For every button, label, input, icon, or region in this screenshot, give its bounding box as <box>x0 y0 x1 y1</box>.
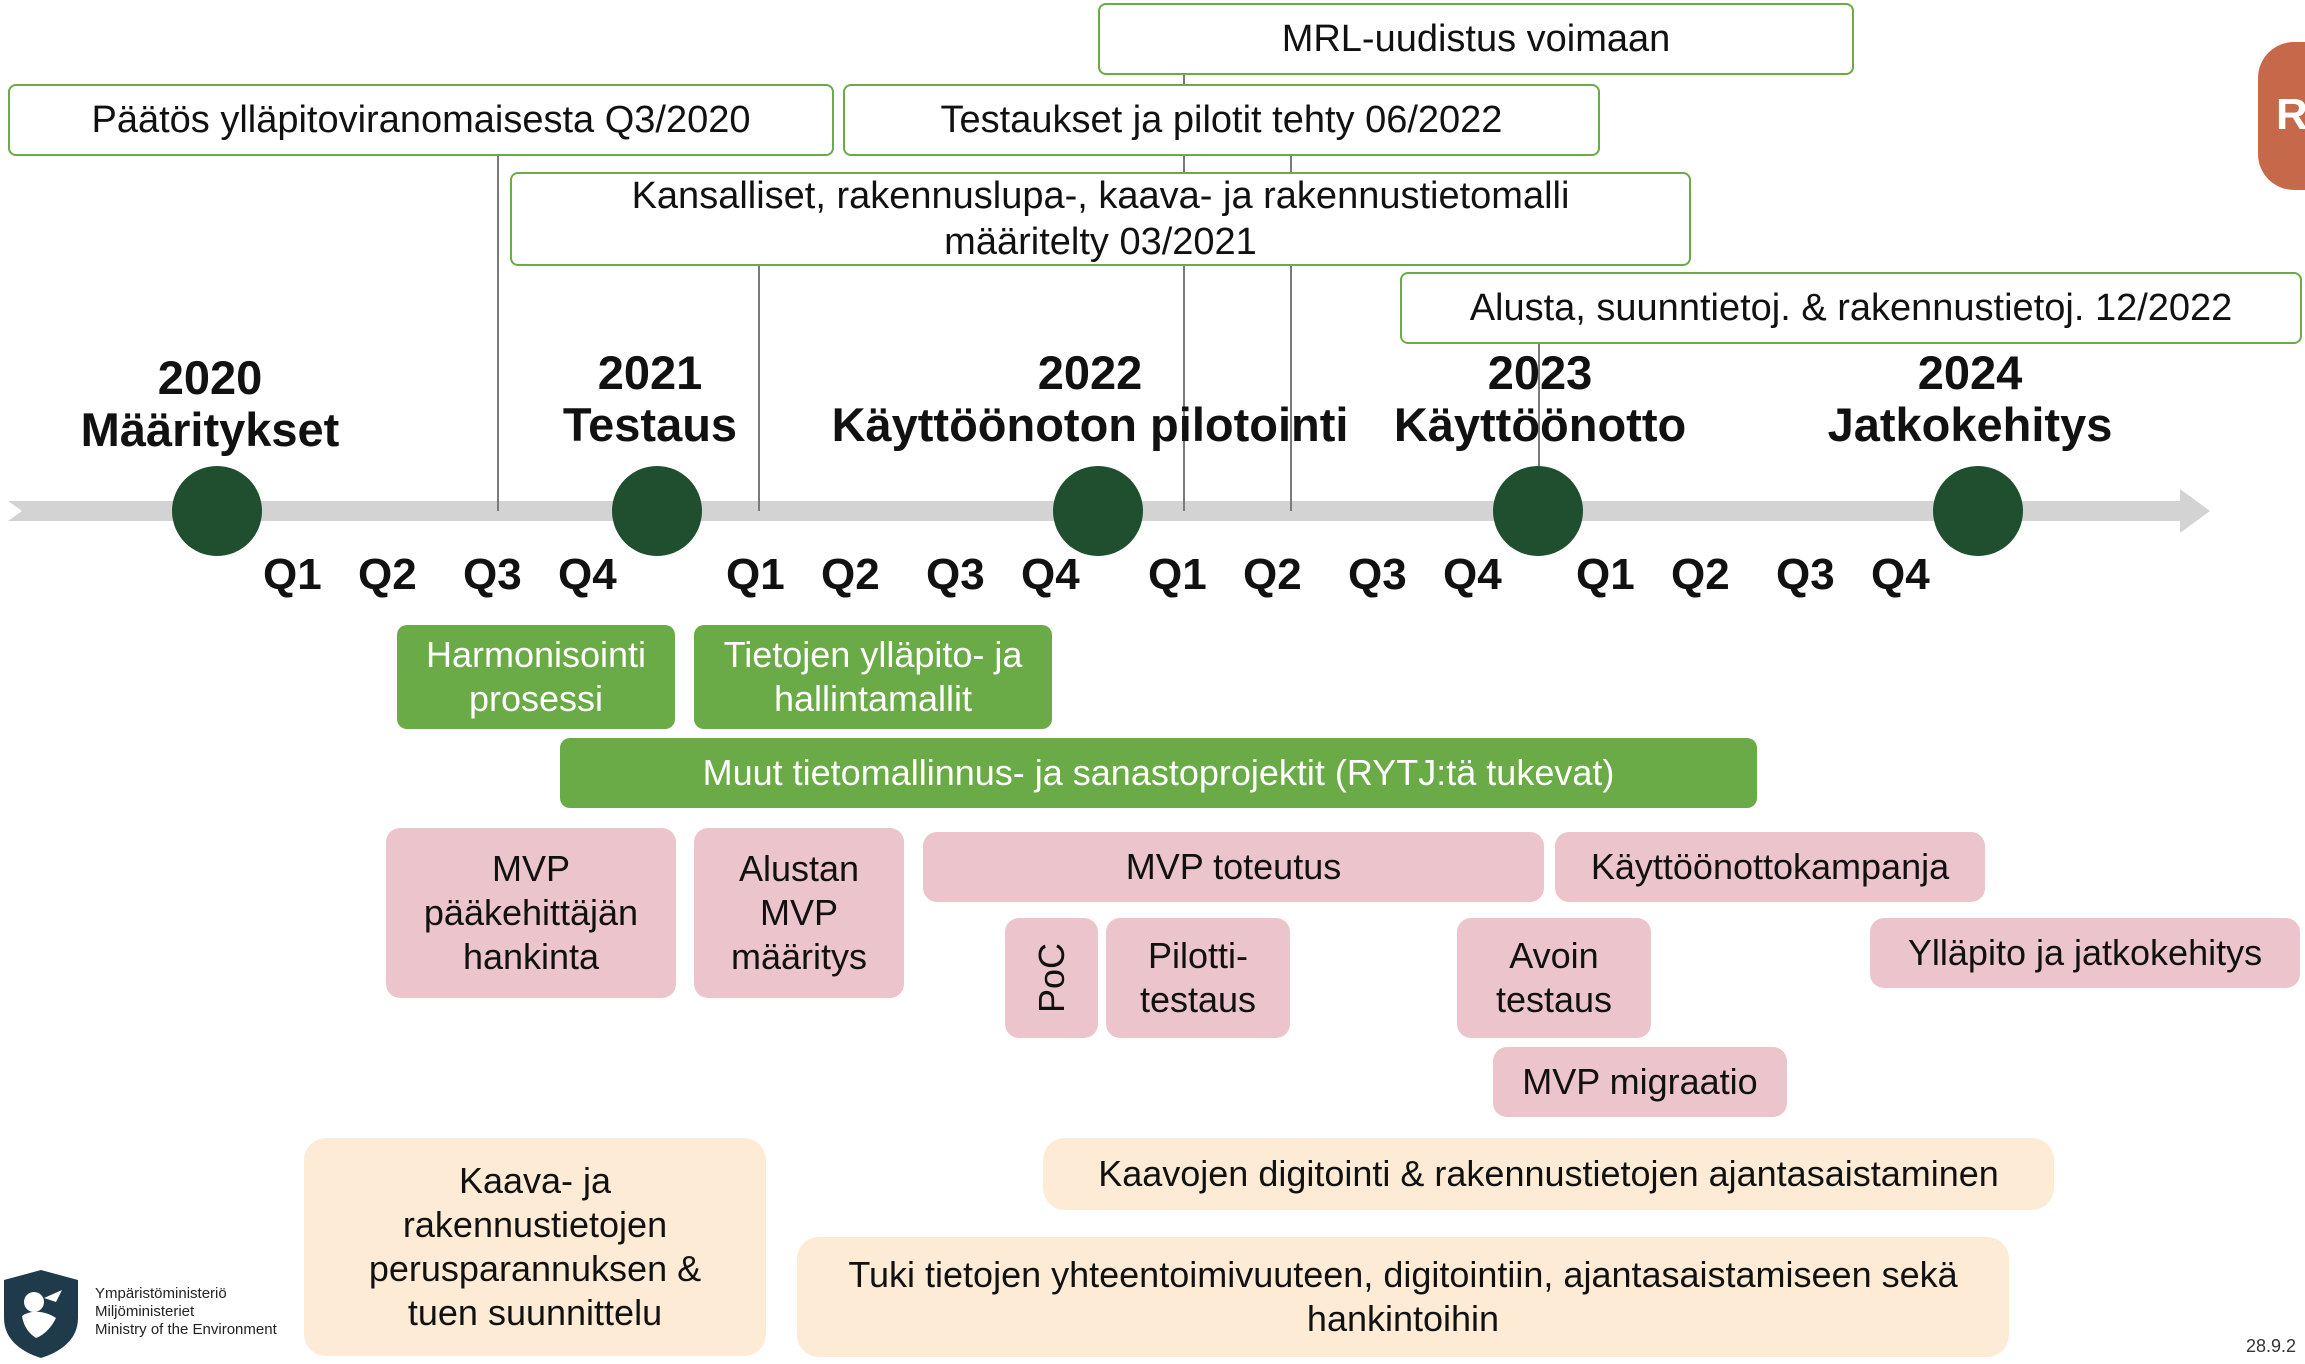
quarter-label: Q3 <box>926 550 985 599</box>
milestone-paatos-text: Päätös ylläpitoviranomaisesta Q3/2020 <box>91 99 751 141</box>
task-poc: PoC <box>1005 918 1098 1038</box>
year-label-2024: 2024 Jatkokehitys <box>1810 347 2130 451</box>
quarter-label: Q3 <box>1348 550 1407 599</box>
task-harmonisointi: Harmonisointi prosessi <box>397 625 675 729</box>
milestone-testaukset-text: Testaukset ja pilotit tehty 06/2022 <box>940 99 1503 141</box>
task-tuki: Tuki tietojen yhteentoimivuuteen, digito… <box>797 1237 2009 1357</box>
corner-badge: R <box>2258 42 2305 190</box>
year-number: 2020 <box>157 351 263 404</box>
connector-line-alusta <box>1538 344 1540 494</box>
task-avoin-testaus-text: Avoin testaus <box>1495 935 1613 1020</box>
quarter-label: Q2 <box>821 550 880 599</box>
task-muut-tietomallinnus-text: Muut tietomallinnus- ja sanastoprojektit… <box>702 752 1615 793</box>
task-kayttoonottokampanja: Käyttöönottokampanja <box>1555 832 1985 902</box>
phase-name: Testaus <box>562 398 738 451</box>
task-kaavojen-digitointi: Kaavojen digitointi & rakennustietojen a… <box>1043 1138 2054 1210</box>
quarter-label: Q1 <box>726 550 785 599</box>
task-poc-text: PoC <box>1030 942 1072 1014</box>
connector-line-testaukset <box>1290 156 1292 511</box>
task-pilottitestaus-text: Pilotti-testaus <box>1139 935 1257 1020</box>
quarter-label: Q1 <box>263 550 322 599</box>
milestone-paatos: Päätös ylläpitoviranomaisesta Q3/2020 <box>8 84 834 156</box>
task-yllapito-jatkokehitys: Ylläpito ja jatkokehitys <box>1870 918 2300 988</box>
corner-badge-text: R <box>2276 90 2305 139</box>
connector-line-kansalliset <box>758 262 760 511</box>
milestone-alusta: Alusta, suunntietoj. & rakennustietoj. 1… <box>1400 272 2302 344</box>
year-label-2020: 2020 Määritykset <box>70 352 350 456</box>
phase-name: Käyttöönotto <box>1393 398 1687 451</box>
quarter-label: Q2 <box>1671 550 1730 599</box>
quarter-label: Q3 <box>1776 550 1835 599</box>
task-mvp-hankinta-text: MVP pääkehittäjän hankinta <box>423 848 639 977</box>
task-mvp-toteutus-text: MVP toteutus <box>1125 846 1342 887</box>
task-mvp-migraatio-text: MVP migraatio <box>1522 1061 1758 1102</box>
milestone-kansalliset: Kansalliset, rakennuslupa-, kaava- ja ra… <box>510 172 1691 266</box>
task-avoin-testaus: Avoin testaus <box>1457 918 1651 1038</box>
quarter-label: Q2 <box>1243 550 1302 599</box>
year-label-2023: 2023 Käyttöönotto <box>1380 347 1700 451</box>
task-alustan-mvp: Alustan MVP määritys <box>694 828 904 998</box>
year-number: 2024 <box>1917 346 2023 399</box>
quarter-label: Q4 <box>558 550 617 599</box>
year-number: 2021 <box>597 346 703 399</box>
logo-text-en: Ministry of the Environment <box>95 1321 277 1338</box>
milestone-alusta-text: Alusta, suunntietoj. & rakennustietoj. 1… <box>1469 287 2233 329</box>
task-kaavojen-digitointi-text: Kaavojen digitointi & rakennustietojen a… <box>1098 1153 1999 1194</box>
year-dot-2021 <box>612 466 702 556</box>
quarter-label: Q4 <box>1443 550 1502 599</box>
task-tietojen-yllapito: Tietojen ylläpito- ja hallintamallit <box>694 625 1052 729</box>
task-mvp-toteutus: MVP toteutus <box>923 832 1544 902</box>
logo-text-fi: Ympäristöministeriö <box>95 1285 227 1302</box>
task-mvp-migraatio: MVP migraatio <box>1493 1047 1787 1117</box>
connector-line-paatos <box>497 156 499 511</box>
year-number: 2022 <box>1037 346 1143 399</box>
ministry-logo <box>0 1268 82 1359</box>
year-label-2021: 2021 Testaus <box>530 347 770 451</box>
task-mvp-hankinta: MVP pääkehittäjän hankinta <box>386 828 676 998</box>
task-alustan-mvp-text: Alustan MVP määritys <box>730 848 868 977</box>
lion-emblem-icon <box>4 1270 78 1358</box>
phase-name: Määritykset <box>80 403 340 456</box>
year-number: 2023 <box>1487 346 1593 399</box>
task-kayttoonottokampanja-text: Käyttöönottokampanja <box>1590 846 1950 887</box>
task-kaava-rakennustiedot: Kaava- ja rakennustietojen perusparannuk… <box>304 1138 766 1356</box>
milestone-mrl: MRL-uudistus voimaan <box>1098 3 1854 75</box>
task-yllapito-jatkokehitys-text: Ylläpito ja jatkokehitys <box>1907 932 2263 973</box>
phase-name: Käyttöönoton pilotointi <box>831 398 1349 451</box>
quarter-label: Q4 <box>1021 550 1080 599</box>
logo-text-sv: Miljöministeriet <box>95 1303 195 1320</box>
connector-line-mrl <box>1183 74 1185 511</box>
milestone-testaukset: Testaukset ja pilotit tehty 06/2022 <box>843 84 1600 156</box>
year-dot-2020 <box>172 466 262 556</box>
milestone-kansalliset-text: Kansalliset, rakennuslupa-, kaava- ja ra… <box>631 175 1570 263</box>
task-tuki-text: Tuki tietojen yhteentoimivuuteen, digito… <box>848 1254 1958 1339</box>
quarter-label: Q4 <box>1871 550 1930 599</box>
phase-name: Jatkokehitys <box>1827 398 2113 451</box>
task-kaava-rakennustiedot-text: Kaava- ja rakennustietojen perusparannuk… <box>368 1160 702 1333</box>
task-harmonisointi-text: Harmonisointi prosessi <box>425 634 647 719</box>
quarter-label: Q1 <box>1576 550 1635 599</box>
quarter-label: Q3 <box>463 550 522 599</box>
quarter-label: Q1 <box>1148 550 1207 599</box>
task-tietojen-yllapito-text: Tietojen ylläpito- ja hallintamallit <box>723 634 1023 719</box>
year-label-2022: 2022 Käyttöönoton pilotointi <box>810 347 1370 451</box>
task-muut-tietomallinnus: Muut tietomallinnus- ja sanastoprojektit… <box>560 738 1757 808</box>
quarter-label: Q2 <box>358 550 417 599</box>
slide-date: 28.9.2 <box>2246 1336 2297 1356</box>
year-dot-2023 <box>1493 466 1583 556</box>
milestone-mrl-text: MRL-uudistus voimaan <box>1281 18 1671 60</box>
year-dot-2022 <box>1053 466 1143 556</box>
task-pilottitestaus: Pilotti-testaus <box>1106 918 1290 1038</box>
year-dot-2024 <box>1933 466 2023 556</box>
